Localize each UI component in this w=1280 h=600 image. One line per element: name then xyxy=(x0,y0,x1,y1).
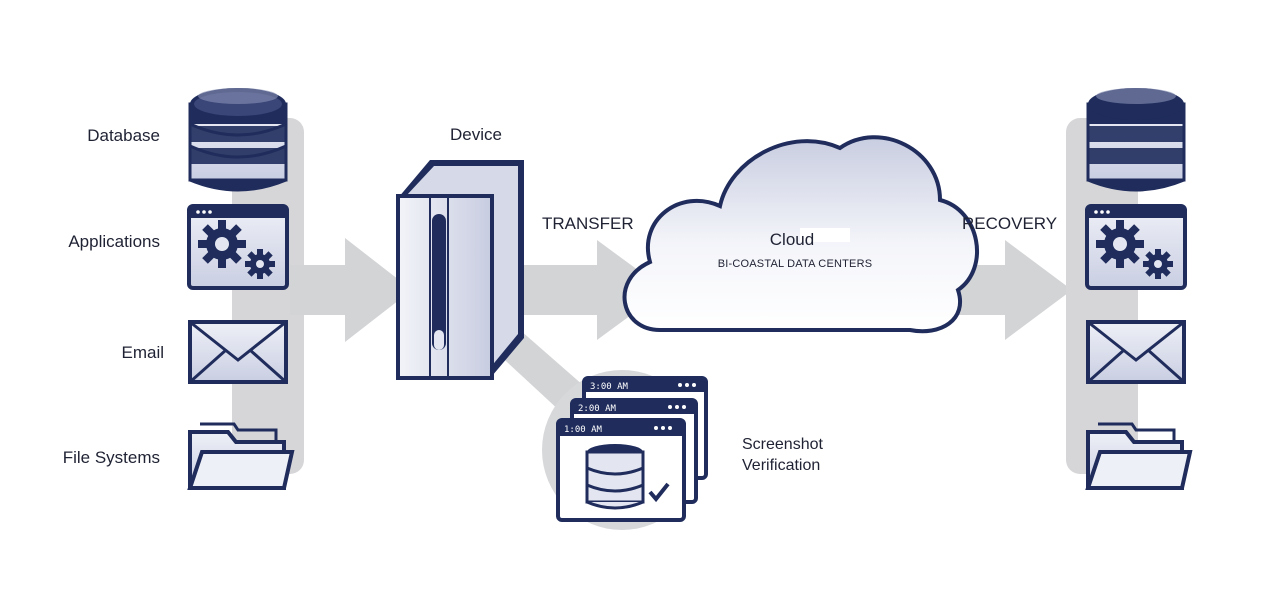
recovered-applications-icon xyxy=(1085,204,1187,290)
device-icon xyxy=(396,160,524,380)
verification-label-line1: Screenshot xyxy=(742,436,823,453)
cloud-title: Cloud xyxy=(769,230,815,249)
email-label: Email xyxy=(121,343,164,362)
applications-icon xyxy=(187,204,289,290)
cloud-subtitle: BI-COASTAL DATA CENTERS xyxy=(717,258,873,270)
time-label-3am: 3:00 AM xyxy=(590,382,629,392)
checkmark-icon xyxy=(646,480,670,504)
file-systems-label: File Systems xyxy=(62,448,160,467)
verification-icon: 3:00 AM 2:00 AM 1:00 AM xyxy=(542,370,708,530)
recovered-database-icon xyxy=(1086,88,1186,192)
recovered-email-icon xyxy=(1086,320,1186,384)
transfer-label: TRANSFER xyxy=(542,214,634,233)
time-label-1am: 1:00 AM xyxy=(564,425,603,435)
email-icon xyxy=(188,320,288,384)
database-label: Database xyxy=(87,126,160,145)
recovery-label: RECOVERY xyxy=(962,214,1058,233)
arrow-to-device xyxy=(290,238,412,342)
database-icon xyxy=(188,88,288,192)
snapshot-window-1am xyxy=(556,418,686,522)
cloud-icon xyxy=(622,135,979,334)
time-label-2am: 2:00 AM xyxy=(578,404,617,414)
snapshot-database-icon xyxy=(585,444,645,510)
applications-label: Applications xyxy=(68,232,160,251)
folder-icon xyxy=(187,422,295,490)
recovered-folder-icon xyxy=(1085,422,1193,490)
verification-label-line2: Verification xyxy=(742,457,821,474)
device-label: Device xyxy=(450,125,502,144)
